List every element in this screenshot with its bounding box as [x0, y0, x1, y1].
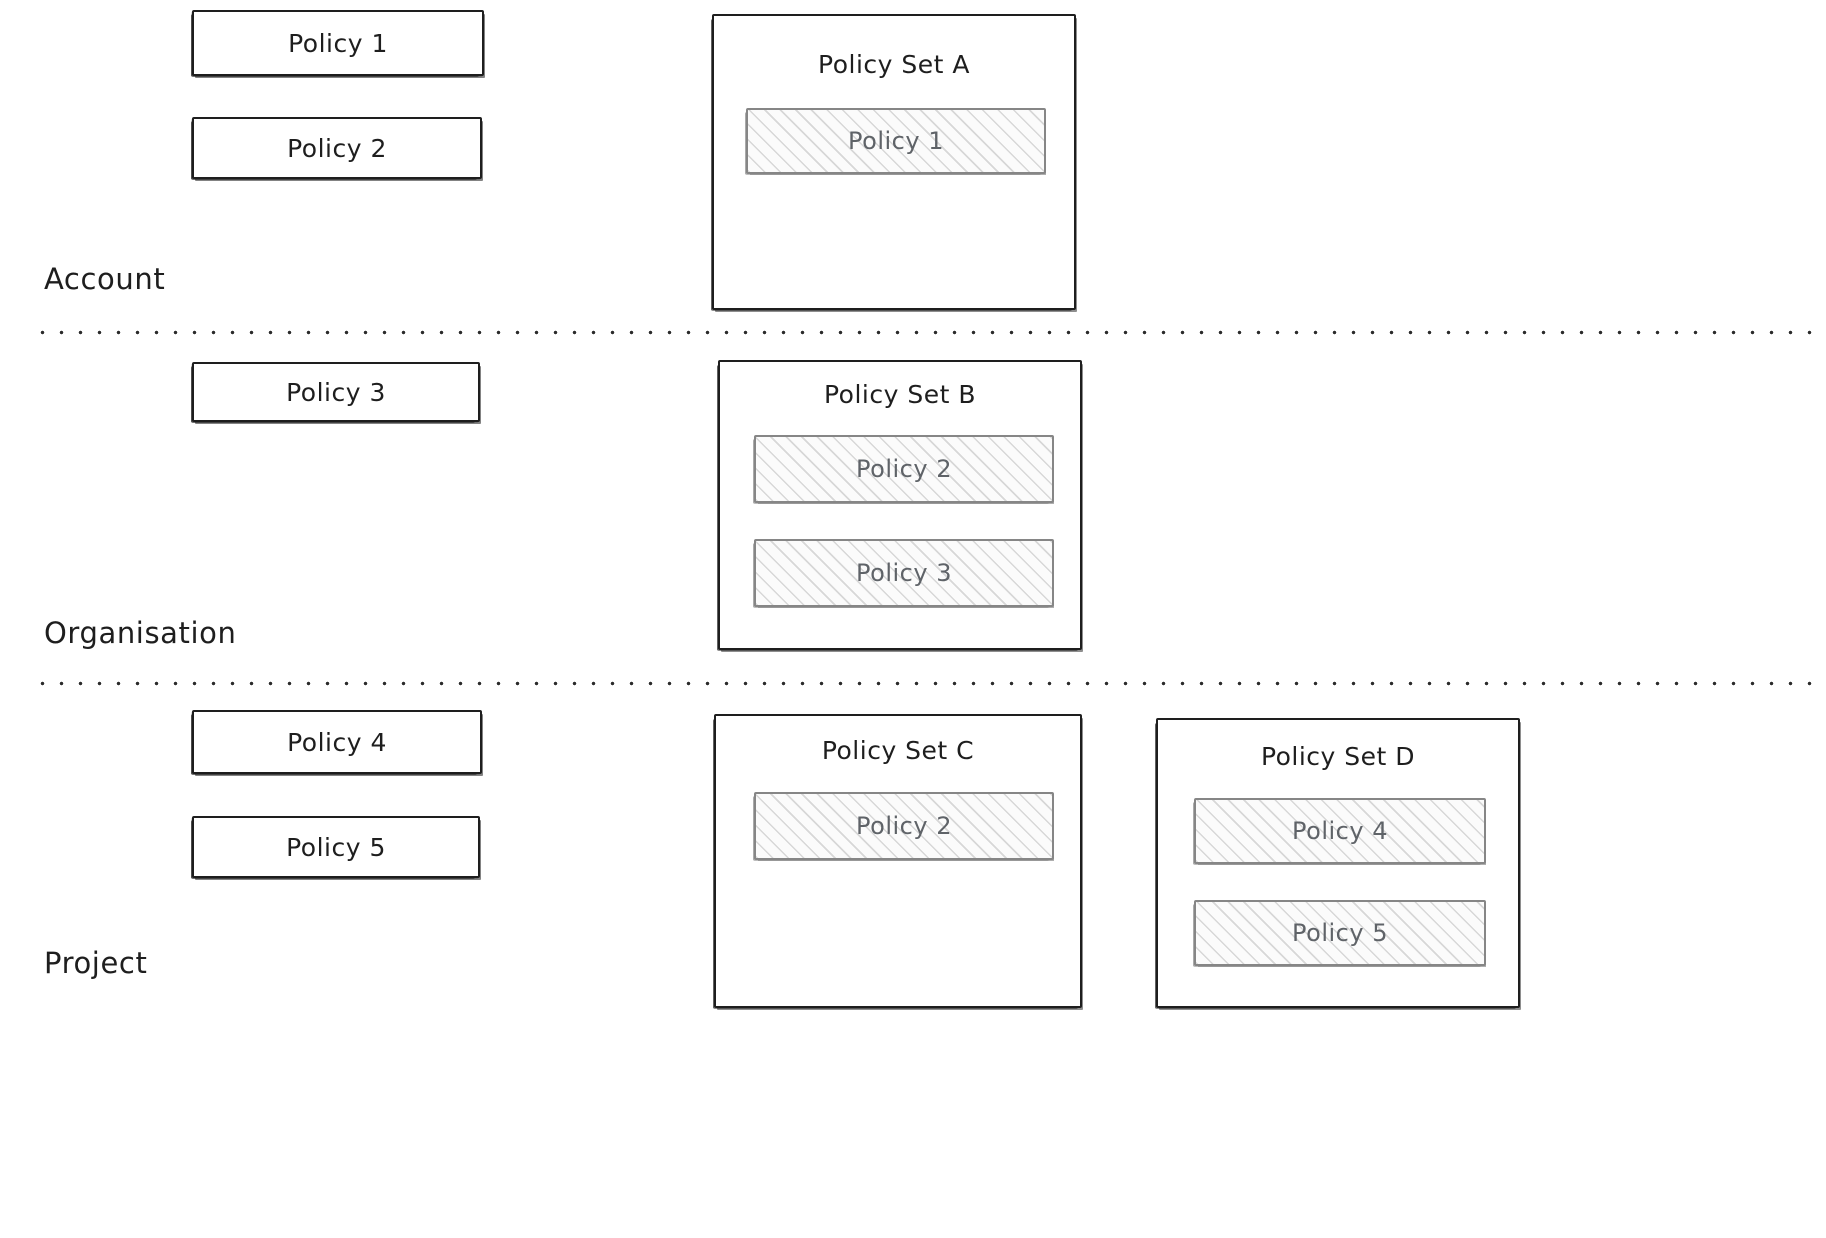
policy-chip-account-2[interactable]: Policy 2	[191, 117, 482, 180]
policy-chip-label: Policy 5	[286, 832, 386, 862]
policy-member-label: Policy 1	[848, 127, 944, 155]
policy-chip-label: Policy 4	[287, 727, 387, 757]
policy-chip-project-2[interactable]: Policy 5	[191, 816, 480, 879]
band-label-account: Account	[44, 262, 166, 296]
policy-set-c[interactable]: Policy Set C Policy 2	[713, 714, 1082, 1009]
policy-set-d[interactable]: Policy Set D Policy 4 Policy 5	[1155, 718, 1520, 1009]
policy-chip-account-1[interactable]: Policy 1	[191, 10, 484, 77]
policy-member-label: Policy 2	[856, 812, 952, 840]
policy-set-a[interactable]: Policy Set A Policy 1	[711, 14, 1076, 311]
policy-set-c-title: Policy Set C	[821, 736, 975, 765]
policy-chip-organisation-1[interactable]: Policy 3	[191, 362, 480, 423]
policy-set-d-member-1[interactable]: Policy 4	[1193, 798, 1486, 865]
divider-organisation-project	[33, 681, 1826, 686]
policy-chip-label: Policy 1	[288, 28, 388, 58]
policy-set-b-title: Policy Set B	[823, 380, 976, 409]
policy-chip-label: Policy 3	[286, 377, 386, 407]
divider-account-organisation	[33, 330, 1826, 335]
policy-set-d-member-2[interactable]: Policy 5	[1193, 900, 1486, 967]
policy-set-c-member-1[interactable]: Policy 2	[753, 792, 1054, 861]
policy-set-d-title: Policy Set D	[1260, 742, 1416, 771]
policy-set-b[interactable]: Policy Set B Policy 2 Policy 3	[717, 360, 1082, 651]
policy-member-label: Policy 3	[856, 559, 952, 587]
policy-set-a-title: Policy Set A	[818, 50, 970, 79]
policy-chip-label: Policy 2	[287, 133, 387, 163]
policy-member-label: Policy 5	[1292, 919, 1388, 947]
policy-chip-project-1[interactable]: Policy 4	[191, 710, 482, 775]
policy-member-label: Policy 2	[856, 455, 952, 483]
band-label-project: Project	[44, 946, 148, 980]
policy-set-a-member-1[interactable]: Policy 1	[745, 108, 1046, 175]
policy-set-b-member-2[interactable]: Policy 3	[753, 539, 1054, 608]
policy-member-label: Policy 4	[1292, 817, 1388, 845]
band-label-organisation: Organisation	[44, 616, 237, 650]
policy-set-b-member-1[interactable]: Policy 2	[753, 435, 1054, 504]
